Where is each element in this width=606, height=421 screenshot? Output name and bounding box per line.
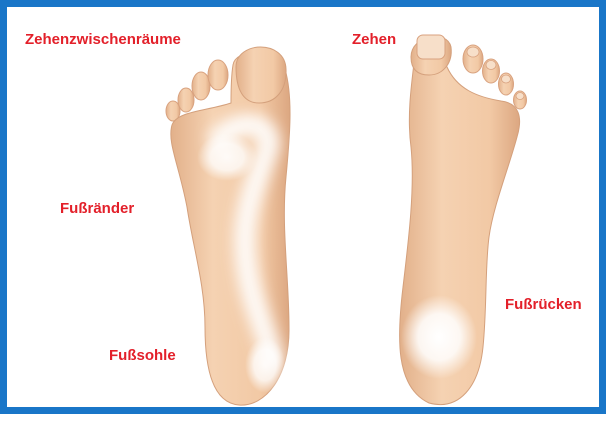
right-fourth-toe-nail	[502, 75, 511, 83]
left-third-toe	[192, 72, 210, 100]
label-zehenzwischenraeume: Zehenzwischenräume	[25, 32, 181, 47]
left-second-toe	[208, 60, 228, 90]
right-foot-top	[400, 35, 527, 405]
label-fussruecken: Fußrücken	[505, 297, 582, 312]
right-second-toe-nail	[467, 47, 479, 57]
right-big-toe-nail	[417, 35, 445, 59]
label-fusssohle: Fußsohle	[109, 348, 176, 363]
label-zehen: Zehen	[352, 32, 396, 47]
label-fussraender: Fußränder	[60, 201, 134, 216]
left-ball-highlight	[197, 133, 257, 181]
left-fourth-toe	[178, 88, 194, 112]
right-little-toe-nail	[516, 93, 524, 100]
left-big-toe	[236, 47, 286, 103]
right-instep-highlight	[401, 295, 477, 379]
left-foot-sole	[166, 47, 290, 405]
right-third-toe-nail	[486, 61, 496, 70]
left-heel-highlight	[245, 337, 285, 393]
